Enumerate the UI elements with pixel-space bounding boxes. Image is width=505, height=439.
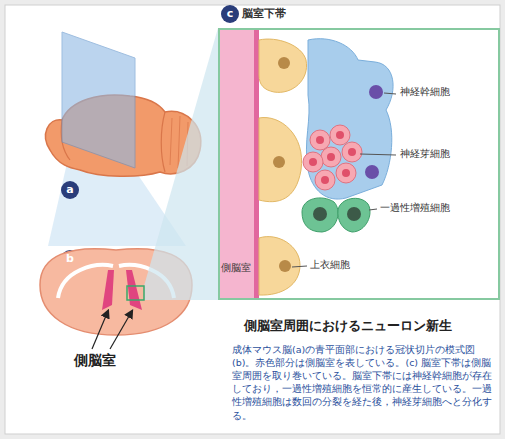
ventricle <box>102 270 114 310</box>
cell-label: 上衣細胞 <box>310 259 350 271</box>
callout-letter: c <box>221 7 239 20</box>
zoom-fan <box>144 28 218 300</box>
figure-title: 側脳室周囲におけるニューロン新生 <box>244 317 452 335</box>
figure-caption: 成体マウス脳(a)の青平面部における冠状切片の模式図(b)。赤色部分は側脳室を表… <box>232 343 494 422</box>
callout-letter: b <box>61 252 79 265</box>
card <box>5 5 500 434</box>
marker-circle <box>221 5 239 23</box>
cell-label: 神経幹細胞 <box>400 86 450 98</box>
ependymal-cell <box>259 39 307 92</box>
callout-letter: a <box>61 183 79 196</box>
zoom-panel: 脳室下帯 <box>218 28 500 300</box>
ependymal-cell <box>259 118 302 202</box>
leader-line <box>292 93 396 267</box>
section-plane <box>62 32 135 168</box>
ventricle-wall <box>218 28 254 300</box>
panel-heading: 脳室下帯 <box>242 6 286 21</box>
ependymal-cell <box>259 237 300 295</box>
ventricle <box>126 270 142 310</box>
stem-cell <box>306 39 393 199</box>
neuroblast <box>303 125 362 190</box>
zoom-square <box>127 286 144 300</box>
cell-label: 一過性増殖細胞 <box>380 202 450 214</box>
part-label: 側脳室 <box>74 352 116 369</box>
part-label: 側脳室 <box>221 262 251 274</box>
amplifying-cell <box>338 198 370 232</box>
amplifying-cell <box>302 198 338 232</box>
marker-circle <box>61 181 79 199</box>
cell-label: 神経芽細胞 <box>400 148 450 160</box>
